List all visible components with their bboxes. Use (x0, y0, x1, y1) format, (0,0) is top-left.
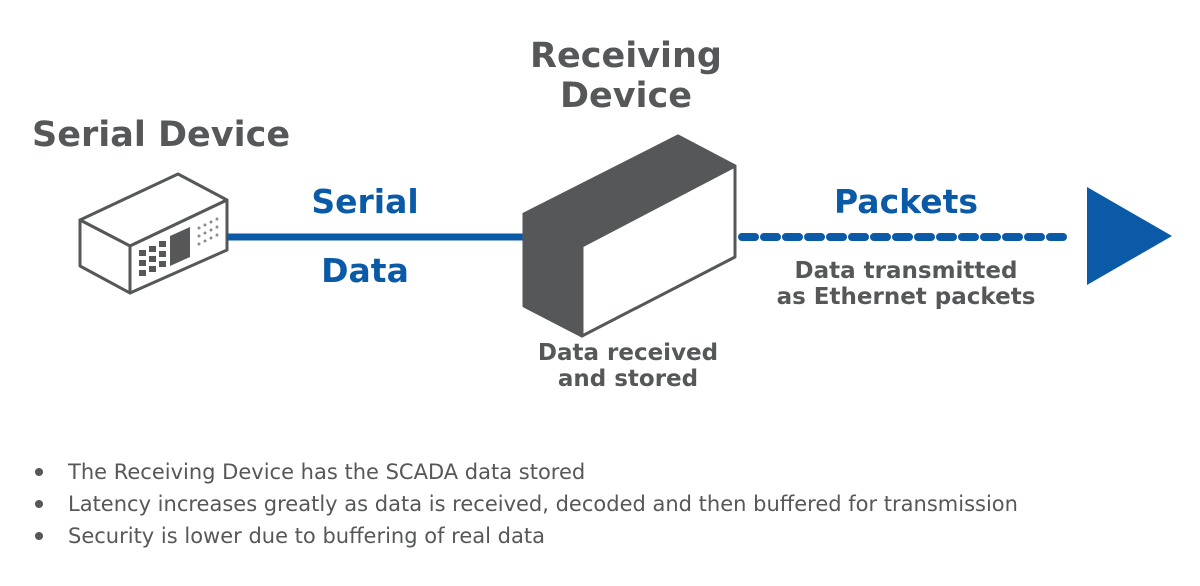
received-caption-line2: and stored (557, 366, 699, 393)
received-caption-line1: Data received (537, 340, 719, 366)
packets-label: Packets (806, 183, 1006, 221)
bullet-dot-icon (35, 468, 43, 476)
data-label: Data (290, 252, 440, 290)
bullet-list: The Receiving Device has the SCADA data … (28, 456, 1018, 552)
triangle-arrow-icon (1087, 187, 1172, 285)
bullet-text: Security is lower due to buffering of re… (68, 524, 545, 548)
data-label-text: Data (321, 251, 409, 290)
serial-device-icon (78, 172, 229, 295)
bullet-dot-icon (35, 500, 43, 508)
bullet-item: Latency increases greatly as data is rec… (28, 488, 1018, 520)
device-screen-icon (170, 227, 190, 266)
receiving-device-label: Receiving Device (500, 36, 752, 117)
serial-label-text: Serial (311, 182, 419, 221)
vent-dots-icon (197, 217, 219, 246)
received-caption: Data received and stored (498, 340, 758, 393)
serial-label: Serial (290, 183, 440, 221)
bullet-text: Latency increases greatly as data is rec… (68, 492, 1018, 516)
receiving-device-label-line1: Receiving (530, 36, 722, 76)
transmitted-caption: Data transmitted as Ethernet packets (746, 258, 1066, 311)
bullet-text: The Receiving Device has the SCADA data … (68, 460, 586, 484)
bullet-dot-icon (35, 532, 43, 540)
packets-label-text: Packets (834, 182, 978, 221)
serial-device-label: Serial Device (32, 115, 290, 155)
serial-device-label-text: Serial Device (32, 115, 291, 155)
receiving-device-box-icon (522, 134, 737, 338)
transmitted-caption-line2: as Ethernet packets (776, 284, 1036, 311)
receiving-device-label-line2: Device (559, 76, 693, 117)
bullet-item: Security is lower due to buffering of re… (28, 520, 1018, 552)
bullet-item: The Receiving Device has the SCADA data … (28, 456, 1018, 488)
transmitted-caption-line1: Data transmitted (794, 258, 1018, 284)
keypad-icon (139, 241, 166, 276)
